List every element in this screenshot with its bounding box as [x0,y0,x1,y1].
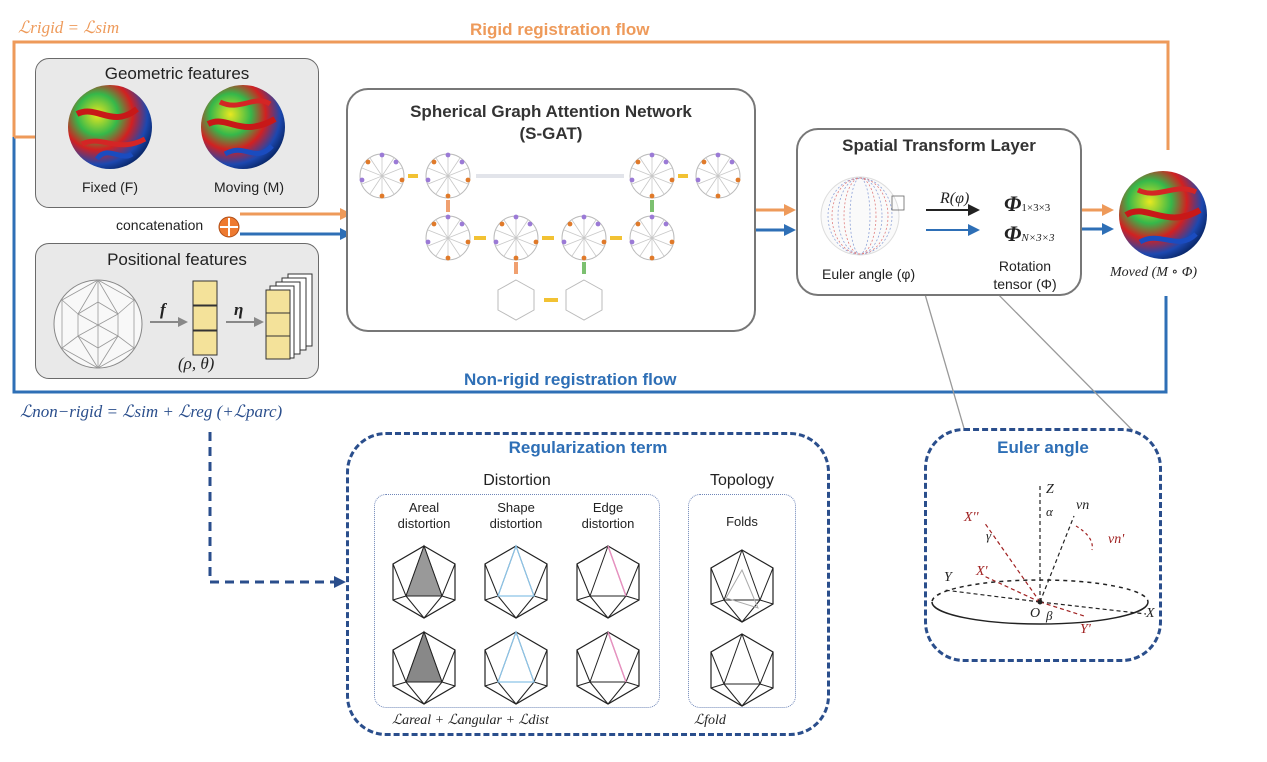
phi-nonrigid-symbol: Φ [1004,221,1022,246]
feature-vector-single [192,280,218,356]
moving-label: Moving (M) [214,179,285,195]
vector-vn: vn [1076,498,1090,513]
folds-label: Folds [726,514,758,529]
angle-alpha: α [1046,504,1053,519]
rigid-loss: ℒrigid = ℒsim [18,18,120,37]
euler-axes-diagram [924,484,1162,636]
phi-rigid-sub: 1×3×3 [1021,202,1051,214]
rotation-label-2: tensor (Φ) [993,276,1057,292]
fold-loss: ℒfold [694,713,726,728]
coords-label: (ρ, θ) [178,354,215,373]
rigid-flow-line [12,40,1170,150]
rotation-arrow [926,204,980,236]
eta-symbol: η [234,300,244,319]
edge-line2: distortion [581,516,635,531]
phi-nonrigid-sub: N×3×3 [1021,232,1055,244]
moved-label: Moved (M ∘ Φ) [1110,265,1198,280]
phi-rigid: Φ1×3×3 [1004,191,1050,217]
shape-line2: distortion [489,516,543,531]
moving-sphere [201,85,285,169]
axis-y: Y [944,570,952,585]
fixed-sphere [68,85,152,169]
f-symbol: f [160,300,166,319]
moved-sphere [1119,171,1207,259]
concat-circle-icon [218,216,240,238]
rotation-func-label: R(φ) [940,190,970,207]
feature-vector-stack [265,273,313,360]
angle-gamma: γ [986,528,992,543]
regularization-title: Regularization term [508,438,668,457]
geometric-features-title: Geometric features [104,64,250,83]
nonrigid-loss: ℒnon−rigid = ℒsim + ℒreg (+ℒparc) [20,402,283,421]
sgat-panel [346,88,756,332]
phi-nonrigid: ΦN×3×3 [1004,221,1055,247]
euler-sphere [820,176,905,256]
mesh-illustrations [392,544,774,707]
areal-line1: Areal [408,500,440,515]
shape-line1: Shape [497,500,535,515]
euler-angle-title: Euler angle [997,438,1089,457]
concatenation-label: concatenation [116,217,204,233]
distortion-loss: ℒareal + ℒangular + ℒdist [392,713,549,728]
sgat-title-line2: (S-GAT) [519,124,583,143]
vector-vn-prime: vn' [1108,532,1125,547]
positional-features-title: Positional features [107,250,247,269]
sgat-graph-network [359,152,741,321]
topology-title: Topology [709,472,775,489]
axis-x-prime: X' [976,564,988,579]
topology-box [688,494,796,708]
euler-angle-label: Euler angle (φ) [822,266,916,282]
phi-rigid-symbol: Φ [1004,191,1022,216]
stl-title: Spatial Transform Layer [842,136,1036,155]
f-arrow [150,317,188,327]
fixed-label: Fixed (F) [82,179,138,195]
distortion-title: Distortion [483,472,551,489]
nonrigid-flow-line [12,137,1168,394]
distortion-box [374,494,660,708]
rigid-flow-title: Rigid registration flow [470,20,650,39]
axis-z: Z [1046,482,1054,497]
axis-x-double-prime: X'' [964,510,979,525]
edge-line1: Edge [592,500,624,515]
euler-angle-panel [924,428,1162,662]
eta-arrow [226,317,264,327]
rotation-label-1: Rotation [998,258,1052,274]
sgat-title-line1: Spherical Graph Attention Network [410,102,692,121]
nonrigid-flow-title: Non-rigid registration flow [464,370,677,389]
angle-beta: β [1046,608,1053,623]
axis-x: X [1146,606,1155,621]
origin-o: O [1030,606,1041,621]
axis-y-prime: Y' [1080,622,1091,637]
areal-line2: distortion [397,516,451,531]
icosphere-wireframe [53,279,143,369]
